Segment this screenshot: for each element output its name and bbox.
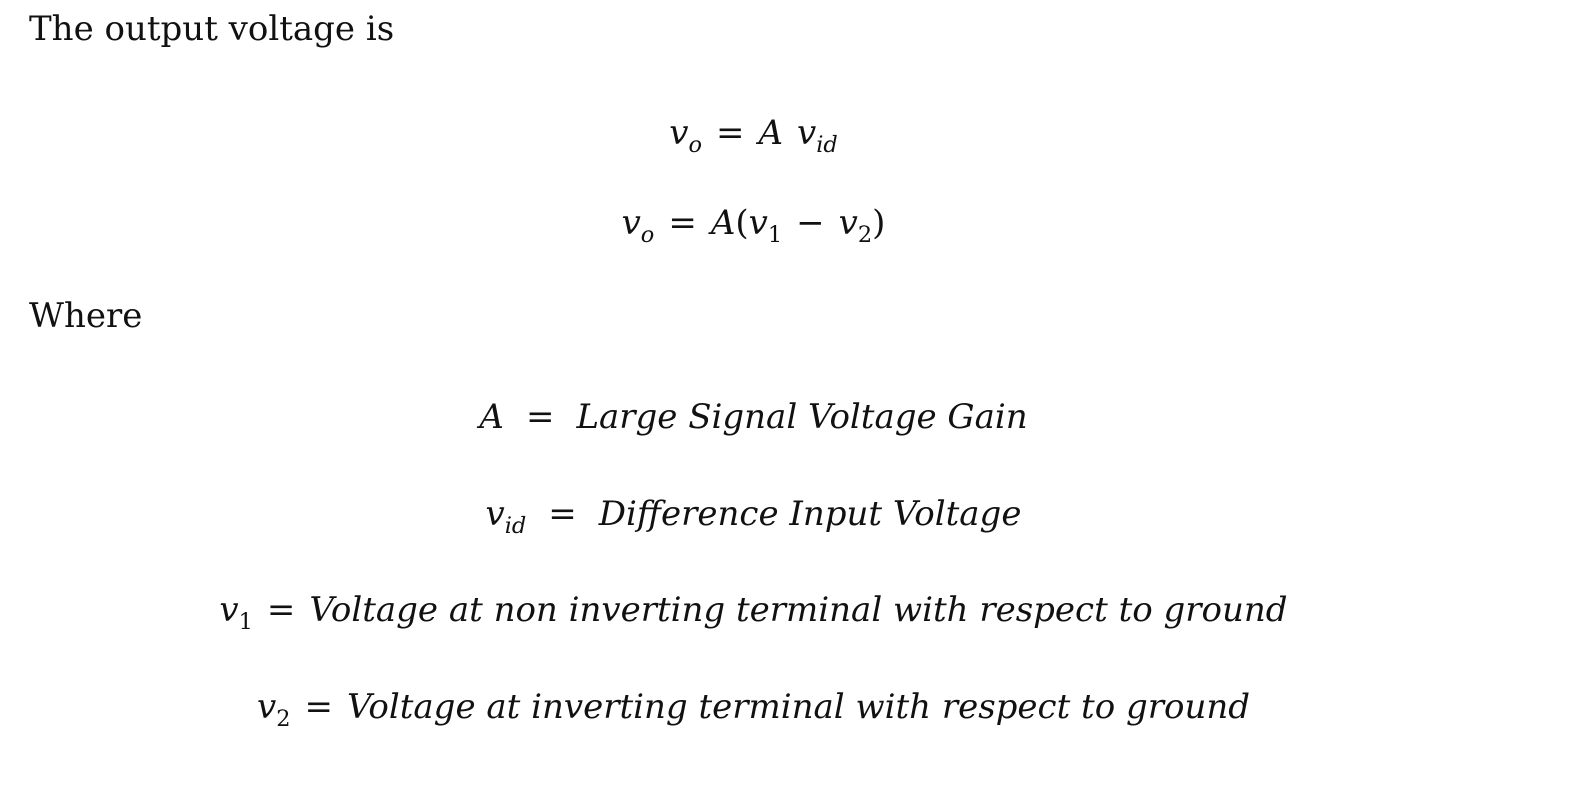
eq2-v2-symbol: v [838,203,858,243]
def1-equals-sign: = [525,397,555,437]
eq2-lhs-subscript: o [640,221,655,248]
eq1-lhs-symbol: v [669,113,689,153]
def2-meaning: Difference Input Voltage [598,494,1022,534]
eq2-lhs-symbol: v [621,203,641,243]
def1-meaning: Large Signal Voltage Gain [576,397,1028,437]
def4-symbol: v [256,687,277,727]
output-voltage-expanded-equation: vo=A(v1−v2) [0,203,1507,246]
def2-subscript: id [504,512,527,539]
eq2-v1-symbol: v [748,203,768,243]
def4-meaning: Voltage at inverting terminal with respe… [346,687,1251,727]
eq1-lhs-subscript: o [688,131,702,158]
def3-symbol: v [219,590,239,630]
eq2-close-paren: ) [872,203,886,243]
eq2-equals-sign: = [668,203,697,243]
def4-equals-sign: = [304,687,333,727]
definition-non-inverting-voltage: v1 = Voltage at non inverting terminal wit… [0,590,1507,633]
def1-symbol: A [479,397,504,437]
where-paragraph: Where [29,296,143,336]
def2-symbol: v [485,494,505,534]
def4-subscript: 2 [276,705,291,732]
definition-difference-input: vid = Difference Input Voltage [0,494,1507,537]
eq1-input-subscript: id [816,131,838,158]
eq2-gain-symbol: A [710,203,736,243]
def3-equals-sign: = [266,590,296,630]
def3-meaning: Voltage at non inverting terminal with r… [309,590,1288,630]
eq1-input-symbol: v [797,113,817,153]
eq2-minus-sign: − [796,203,825,243]
eq1-equals-sign: = [715,113,745,153]
intro-paragraph: The output voltage is [29,9,395,49]
eq2-open-paren: ( [735,203,749,243]
definition-inverting-voltage: v2 = Voltage at inverting terminal with re… [0,687,1507,730]
def3-subscript: 1 [238,608,253,635]
definition-gain: A = Large Signal Voltage Gain [0,400,1507,434]
eq2-v1-subscript: 1 [767,221,783,248]
eq1-gain-symbol: A [758,113,784,153]
def2-equals-sign: = [548,494,577,534]
eq2-v2-subscript: 2 [857,221,873,248]
